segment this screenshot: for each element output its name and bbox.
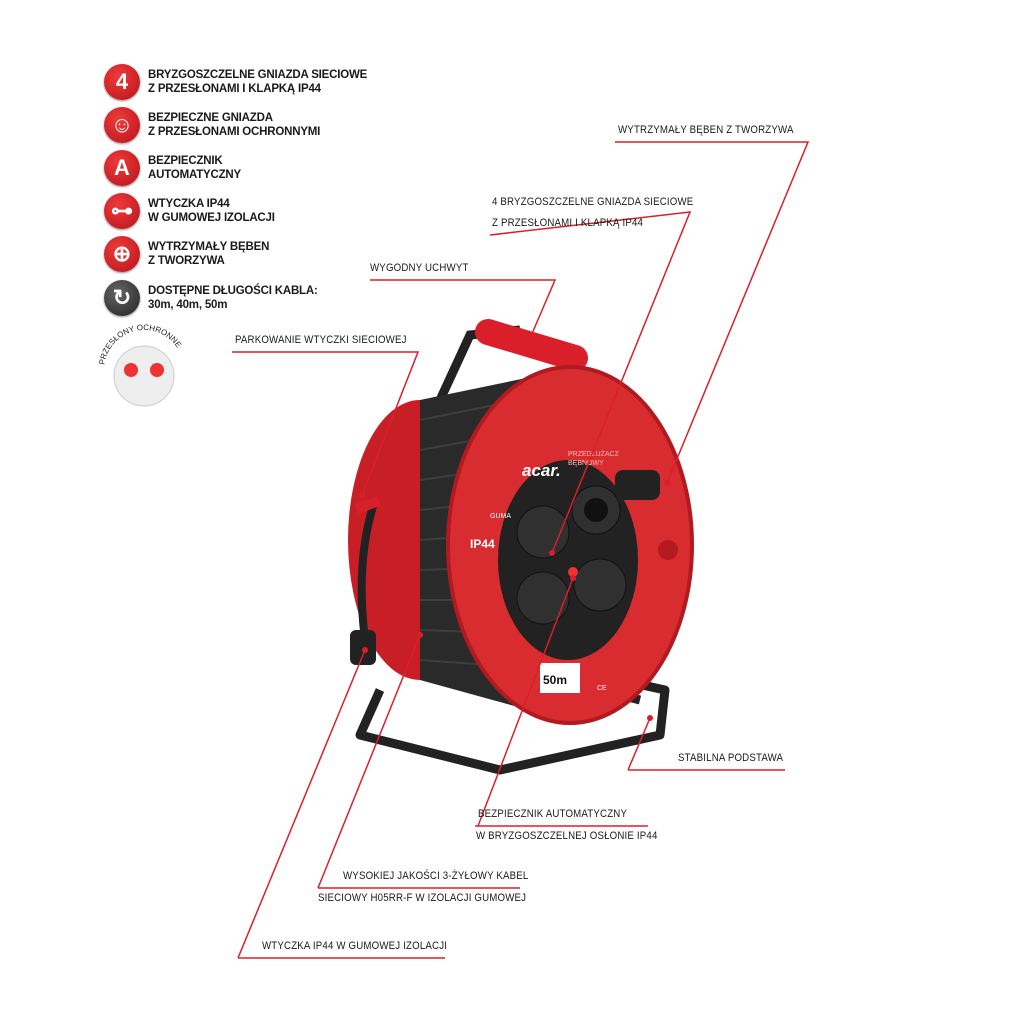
- callout-sockets: 4 BRYZGOSZCZELNE GNIAZDA SIECIOWE: [492, 196, 694, 208]
- callout-sockets: Z PRZESŁONAMI I KLAPKĄ IP44: [492, 217, 644, 229]
- feature-line: 30m, 40m, 50m: [148, 299, 228, 311]
- feature-line: BEZPIECZNIK: [148, 155, 223, 167]
- svg-text:GUMA: GUMA: [490, 513, 511, 520]
- plug-icon: ⊶: [104, 193, 140, 229]
- fuse-button: [658, 540, 678, 560]
- feature-line: Z TWORZYWA: [148, 255, 225, 267]
- callout-fuse: BEZPIECZNIK AUTOMATYCZNY: [478, 808, 628, 820]
- cable-icon: ↻: [104, 280, 140, 316]
- svg-text:PRZEDŁUŻACZ: PRZEDŁUŻACZ: [568, 449, 620, 458]
- feature-line: BRYZGOSZCZELNE GNIAZDA SIECIOWE: [148, 69, 368, 81]
- svg-text:acar.: acar.: [522, 461, 561, 480]
- callout-base: STABILNA PODSTAWA: [678, 752, 784, 764]
- svg-text:50m: 50m: [543, 673, 567, 687]
- feature-cable-lengths: ↻ DOSTĘPNE DŁUGOŚCI KABLA: 30m, 40m, 50m: [104, 280, 318, 316]
- callout-parking: PARKOWANIE WTYCZKI SIECIOWEJ: [235, 334, 407, 346]
- feature-line: WYTRZYMAŁY BĘBEN: [148, 241, 270, 253]
- drum-icon: ⊕: [104, 236, 140, 272]
- feature-sockets: 4 BRYZGOSZCZELNE GNIAZDA SIECIOWE Z PRZESŁ…: [104, 64, 367, 100]
- feature-drum: ⊕ WYTRZYMAŁY BĘBEN Z TWORZYWA: [104, 236, 269, 272]
- feature-line: Z PRZESŁONAMI I KLAPKĄ IP44: [148, 83, 321, 95]
- plug: [350, 630, 376, 665]
- feature-line: AUTOMATYCZNY: [148, 169, 242, 181]
- fuse-a-icon: A: [104, 150, 140, 186]
- callout-cable: WYSOKIEJ JAKOŚCI 3-ŻYŁOWY KABEL: [343, 870, 529, 882]
- feature-line: WTYCZKA IP44: [148, 198, 230, 210]
- callout-drum: WYTRZYMAŁY BĘBEN Z TWORZYWA: [618, 124, 794, 136]
- handle: [475, 319, 588, 371]
- feature-line: DOSTĘPNE DŁUGOŚCI KABLA:: [148, 285, 318, 297]
- smiley-socket-icon: ☺: [104, 107, 140, 143]
- feature-plug: ⊶ WTYCZKA IP44 W GUMOWEJ IZOLACJI: [104, 193, 275, 229]
- callout-handle: WYGODNY UCHWYT: [370, 262, 469, 274]
- lid: [615, 470, 660, 500]
- callout-fuse: W BRYZGOSZCZELNEJ OSŁONIE IP44: [476, 830, 658, 842]
- feature-fuse: A BEZPIECZNIK AUTOMATYCZNY: [104, 150, 241, 186]
- feature-line: BEZPIECZNE GNIAZDA: [148, 112, 273, 124]
- svg-text:BĘBNOWY: BĘBNOWY: [568, 460, 604, 467]
- number-4-icon: 4: [104, 64, 140, 100]
- feature-safe-sockets: ☺ BEZPIECZNE GNIAZDA Z PRZESŁONAMI OCHRONN…: [104, 107, 320, 143]
- callout-plug: WTYCZKA IP44 W GUMOWEJ IZOLACJI: [262, 940, 448, 952]
- svg-text:IP44: IP44: [470, 537, 495, 551]
- callout-cable: SIECIOWY H05RR-F W IZOLACJI GUMOWEJ: [318, 892, 527, 904]
- feature-line: Z PRZESŁONAMI OCHRONNYMI: [148, 126, 321, 138]
- callout-lines: [232, 141, 810, 959]
- svg-text:CE: CE: [597, 685, 607, 692]
- shutter-badge: PRZESŁONY OCHRONNE: [97, 323, 183, 407]
- feature-line: W GUMOWEJ IZOLACJI: [148, 212, 275, 224]
